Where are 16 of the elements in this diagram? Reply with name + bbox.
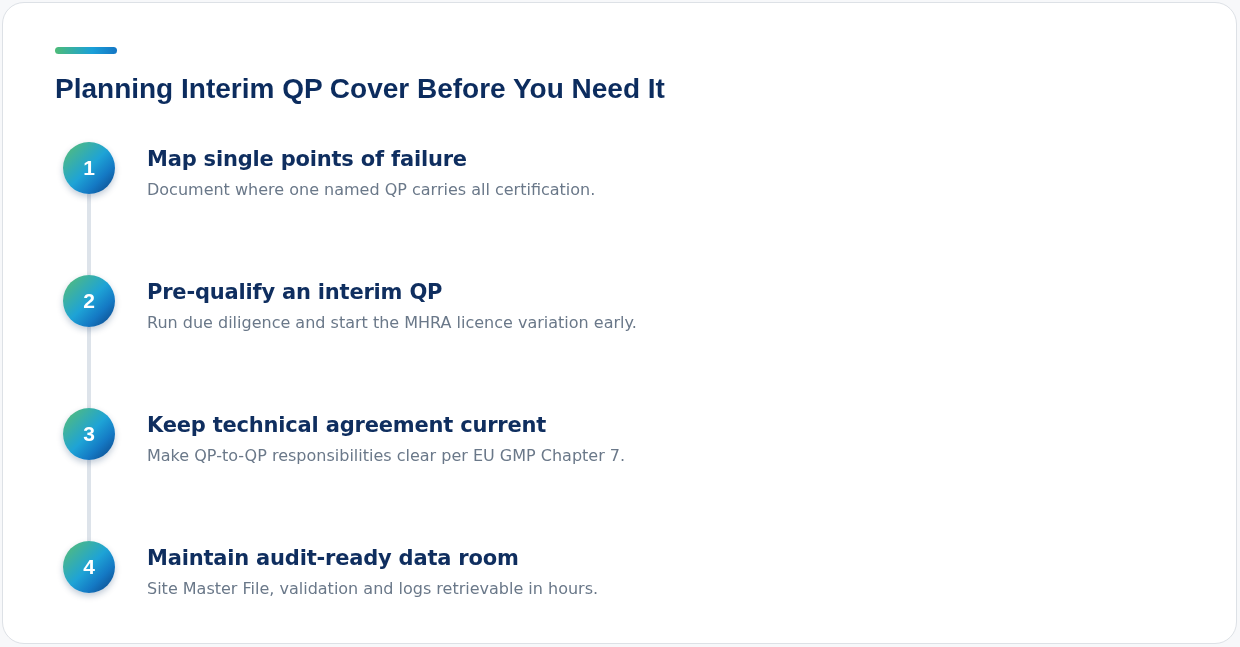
step-marker: 2 — [63, 275, 115, 327]
step-heading: Keep technical agreement current — [147, 412, 547, 438]
timeline-connector — [87, 460, 91, 541]
title: Planning Interim QP Cover Before You Need It — [55, 72, 665, 106]
step-marker: 3 — [63, 408, 115, 460]
step-description: Make QP-to-QP responsibilities clear per EU GMP Chapter 7. — [147, 445, 626, 467]
timeline-connector — [87, 327, 91, 408]
timeline-connector — [87, 194, 91, 275]
step-marker: 4 — [63, 541, 115, 593]
step-heading: Pre-qualify an interim QP — [147, 279, 443, 305]
step-heading: Maintain audit-ready data room — [147, 545, 519, 571]
step-description: Document where one named QP carries all certification. — [147, 179, 596, 201]
step-marker: 1 — [63, 142, 115, 194]
step-description: Run due diligence and start the MHRA licence variation early. — [147, 312, 637, 334]
step-heading: Map single points of failure — [147, 146, 467, 172]
step-description: Site Master File, validation and logs retrievable in hours. — [147, 578, 599, 600]
